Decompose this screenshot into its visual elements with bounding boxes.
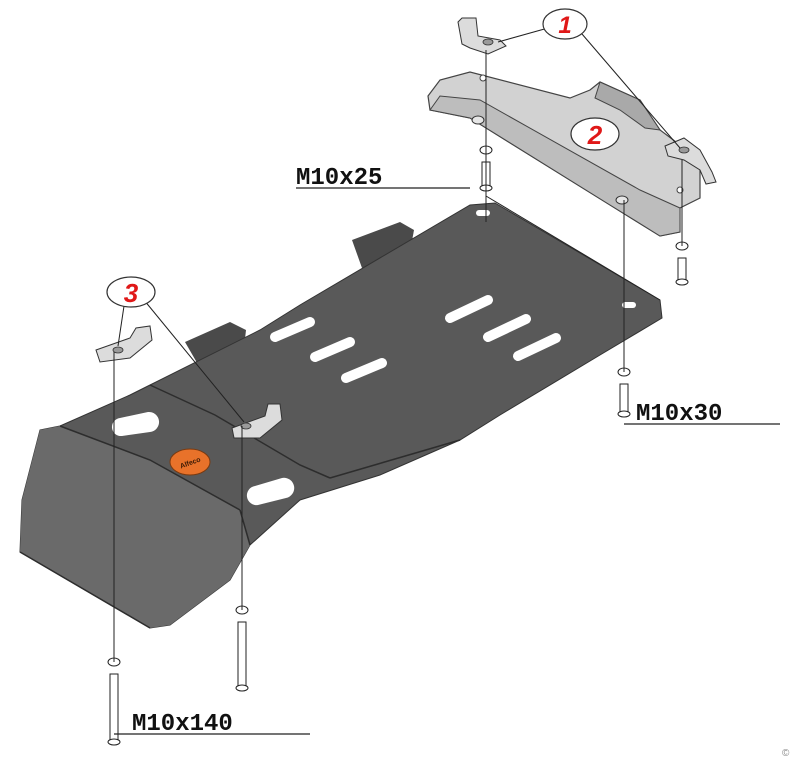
bracket-3-left <box>95 325 153 363</box>
bend-lines <box>19 384 461 629</box>
keyhole-slots <box>111 411 295 506</box>
bolt-label-right: M10x30 <box>636 401 722 428</box>
bracket-3-center <box>231 403 283 439</box>
main-skid-plate: Alfeco <box>19 202 663 629</box>
main-plate-top-tab <box>352 222 414 268</box>
callout-3: 3 <box>106 276 156 308</box>
callout-3-number: 3 <box>124 278 139 308</box>
keyhole-slot-right <box>246 477 295 506</box>
bolt-m10x140 <box>109 673 119 741</box>
callout-1-number: 1 <box>558 12 571 39</box>
mount-slot <box>622 302 636 308</box>
slot <box>445 295 493 323</box>
keyhole-slot-left <box>111 411 160 437</box>
bolt-label-bottom: M10x140 <box>132 711 233 738</box>
main-plate-left-tab <box>185 322 246 368</box>
slot <box>483 314 531 342</box>
bolt-label-m10x25: M10x25 <box>296 165 470 192</box>
bolt-label-m10x140: M10x140 <box>114 711 310 738</box>
main-plate-front-face <box>20 426 250 628</box>
plate-nuts <box>471 115 629 205</box>
callout-2-number: 2 <box>587 120 603 150</box>
slot <box>341 358 387 383</box>
elongated-slots <box>270 295 561 383</box>
slot <box>310 337 355 362</box>
bolt <box>677 257 687 281</box>
copyright-mark: © <box>782 748 790 759</box>
callout-1: 1 <box>542 8 588 40</box>
mount-slot <box>476 210 490 216</box>
callout-leaders <box>117 27 681 423</box>
bracket-1-right <box>664 137 717 185</box>
bracket-1-top <box>457 17 507 55</box>
brand-logo: Alfeco <box>169 448 211 476</box>
upper-plate <box>427 71 701 237</box>
slot <box>513 333 561 361</box>
bolt-label-m10x30: M10x30 <box>624 401 780 428</box>
assembly-axis-lines <box>113 50 683 662</box>
upper-plate-flange <box>594 81 662 131</box>
bolt <box>237 621 247 687</box>
bolt-m10x30 <box>619 383 629 413</box>
bolt-label-upper: M10x25 <box>296 165 382 192</box>
callout-2: 2 <box>570 117 620 151</box>
slot <box>270 317 315 342</box>
